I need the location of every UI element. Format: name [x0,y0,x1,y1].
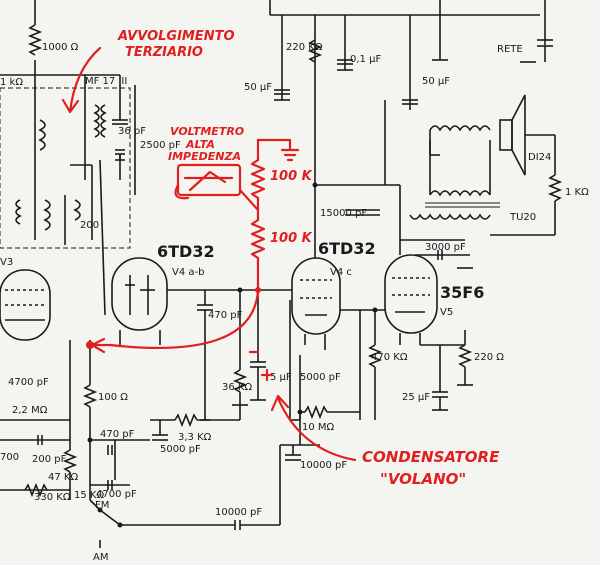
label-fm: FM [95,500,109,511]
red-annotations [61,46,357,462]
label-c-5000b: 5000 pF [160,444,201,455]
label-c-470: 470 pF [208,310,243,321]
label-c-10000b: 10000 pF [215,507,262,518]
label-r-47k: 47 KΩ [48,472,78,483]
label-r-3k3: 3,3 KΩ [178,432,212,443]
label-tu: TU20 [509,212,536,223]
volano-arrow [276,396,357,462]
label-r-1k-top: 1 kΩ [0,77,23,88]
annotation-volano: "VOLANO" [380,470,466,488]
label-v4ab-type: 6TD32 [157,242,215,261]
label-v4c-ref: V4 c [330,267,352,278]
label-r-220k: 220 KΩ [286,42,323,53]
label-v4ab-ref: V4 a-b [172,267,204,278]
label-c-2500: 2500 pF [140,140,181,151]
label-c-4700b: 4700 pF [96,489,137,500]
label-c-10000a: 10000 pF [300,460,347,471]
annotation-impedenza: IMPEDENZA [168,150,241,163]
resistor-100k-b [250,218,266,260]
label-c-700: 700 [0,452,19,463]
label-r-330k: 330 KΩ [34,492,71,503]
label-r-22m: 2,2 MΩ [12,405,48,416]
voltmeter-box [176,163,242,197]
terziario-return [90,288,260,350]
label-r-100: 100 Ω [98,392,128,403]
label-speaker: DI24 [528,152,551,163]
annotation-avvolgimento: AVVOLGIMENTO [117,29,235,44]
label-c-36: 36 pF [118,126,146,137]
resistor-100k-a [250,158,266,200]
label-r-1k-right: 1 KΩ [565,187,589,198]
label-mf: MF 17 III [85,76,127,87]
annotation-100k-a: 100 K [270,169,313,184]
label-c-3000: 3000 pF [425,242,466,253]
label-r-470k: 470 KΩ [371,352,408,363]
label-c-4700a: 4700 pF [8,377,49,388]
label-v4c-type: 6TD32 [318,239,376,258]
wiring [0,0,563,548]
label-c-01: 0,1 µF [350,54,381,65]
label-c-5uf: 5 µF [270,372,292,383]
annotation-alta: ALTA [185,138,215,151]
label-r-36k: 36 KΩ [222,382,252,393]
label-rete: RETE [497,44,523,55]
label-c-470b: 470 pF [100,429,135,440]
component-labels: 1000 Ω 1 kΩ 220 KΩ 0,1 µF 50 µF 50 µF RE… [0,42,589,563]
label-c-200: 200 [80,220,99,231]
ground-symbols [200,59,536,421]
label-c-50a: 50 µF [244,82,272,93]
annotation-100k-b: 100 K [270,231,313,246]
label-v3-ref: V3 [0,257,13,268]
label-r-1000: 1000 Ω [42,42,79,53]
label-v5-type: 35F6 [440,283,484,302]
annotation-condensatore: CONDENSATORE [362,448,500,466]
annotation-terziario: TERZIARIO [125,45,203,60]
label-c-5000a: 5000 pF [300,372,341,383]
label-c-200b: 200 pF [32,454,67,465]
label-v5-ref: V5 [440,307,453,318]
label-r-15k: 15 KΩ [74,490,104,501]
annotation-voltmetro: VOLTMETRO [170,125,244,138]
label-am: AM [93,552,108,563]
label-r-220: 220 Ω [474,352,504,363]
label-c-15000: 15000 pF [320,208,367,219]
avvolgimento-arrow [68,46,102,114]
red-annotation-text: AVVOLGIMENTO TERZIARIO VOLTMETRO ALTA IM… [117,29,500,488]
label-c-25: 25 µF [402,392,430,403]
label-c-50b: 50 µF [422,76,450,87]
label-r-10m: 10 MΩ [302,422,335,433]
